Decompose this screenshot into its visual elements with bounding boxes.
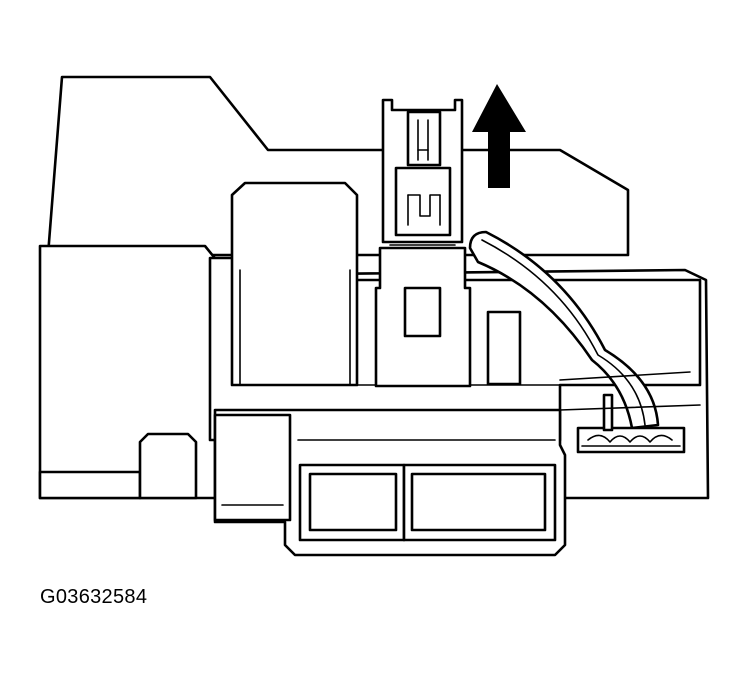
mounting-post	[486, 310, 522, 386]
housing-edge	[559, 371, 701, 411]
wire-harness	[468, 230, 660, 430]
connector-receptacle	[374, 246, 472, 388]
wire-terminal	[576, 393, 686, 454]
bracket-block	[213, 413, 292, 522]
tray-window-left	[298, 463, 406, 542]
figure-id-label: G03632584	[40, 586, 148, 608]
connector-plug	[381, 98, 464, 246]
lower-strip	[38, 470, 142, 500]
tray-window-right	[402, 463, 557, 542]
up-arrow-icon	[472, 84, 526, 188]
relay-block	[230, 181, 359, 387]
small-tab	[138, 432, 198, 500]
